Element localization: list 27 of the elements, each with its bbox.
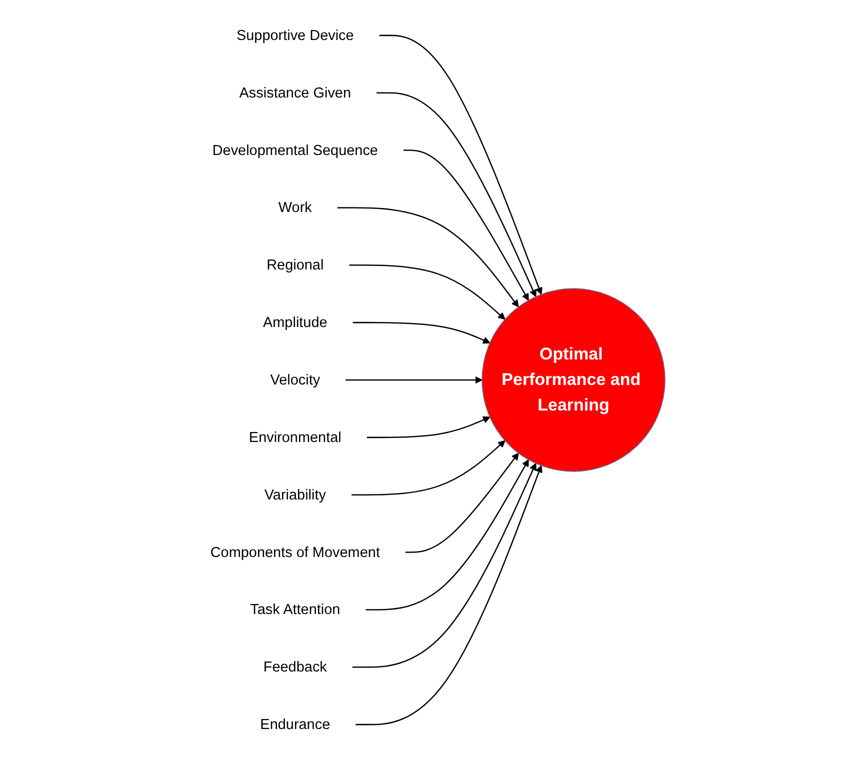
arrow <box>346 376 482 384</box>
node-text: Amplitude <box>263 314 328 330</box>
node-text: Supportive Device <box>236 27 354 44</box>
node-text: Work <box>278 199 312 216</box>
node-text: Endurance <box>260 716 330 732</box>
arrow <box>338 207 519 308</box>
arrow <box>356 465 543 726</box>
node-text: Assistance Given <box>239 84 352 101</box>
node-text: Feedback <box>263 658 328 676</box>
node-text: Velocity <box>270 372 320 388</box>
node-text: Developmental Sequence <box>212 142 378 158</box>
node-text: Components of Movement <box>210 544 380 560</box>
arrow <box>352 440 506 496</box>
arrow <box>352 322 490 344</box>
arrow <box>406 452 519 553</box>
node-text: Task Attention <box>250 601 340 618</box>
arrow <box>404 150 529 301</box>
node-text: Regional <box>266 256 324 274</box>
arrow <box>367 416 490 438</box>
arrow <box>379 34 543 295</box>
node-text: Environmental <box>249 429 342 446</box>
arrow <box>352 463 537 668</box>
arrow <box>376 92 537 297</box>
node-text: Variability <box>264 486 326 503</box>
node-circle: Optimal Performance and Learning <box>482 288 666 472</box>
arrow <box>349 264 506 320</box>
arrow <box>366 459 529 610</box>
